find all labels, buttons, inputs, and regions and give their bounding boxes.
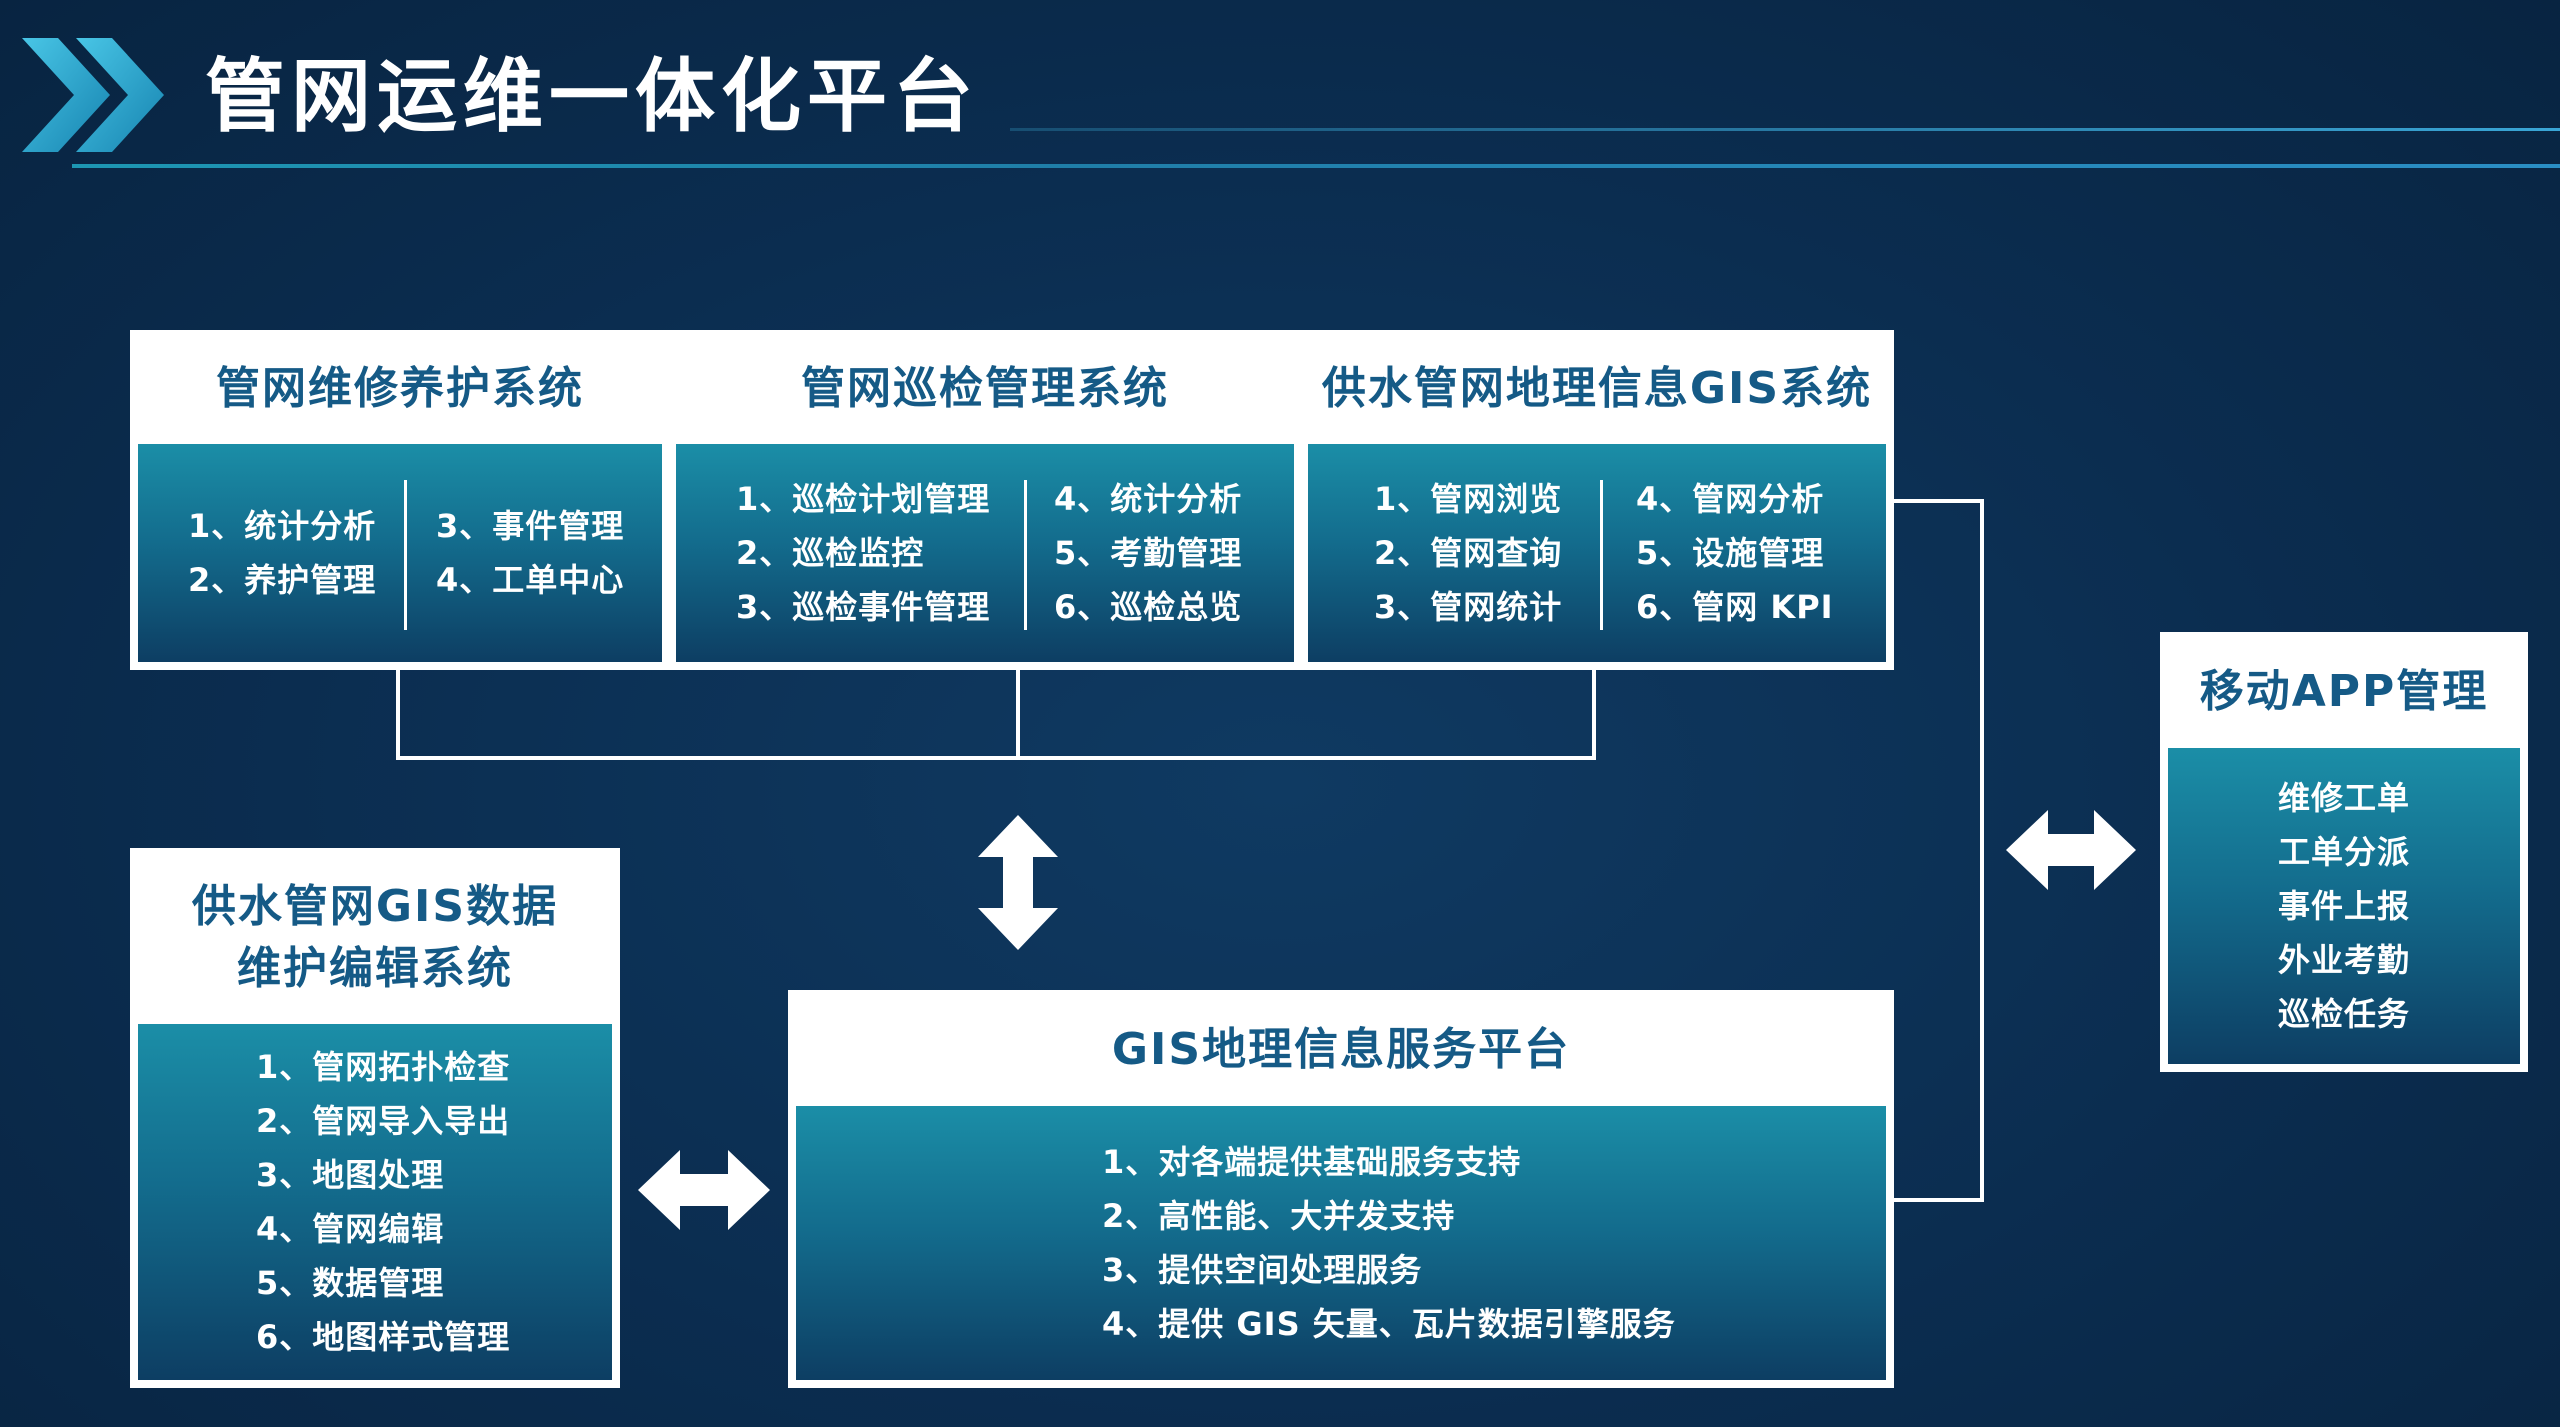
connector-line: [1592, 670, 1596, 760]
list-item: 4、管网分析: [1636, 480, 1825, 518]
gis-editing-box: 供水管网GIS数据 维护编辑系统 1、管网拓扑检查 2、管网导入导出 3、地图处…: [130, 848, 620, 1388]
list-item: 3、巡检事件管理: [736, 588, 991, 626]
inspection-items-right: 4、统计分析 5、考勤管理 6、巡检总览: [1054, 444, 1242, 662]
list-item: 4、工单中心: [436, 561, 625, 599]
connector-line: [396, 670, 400, 760]
list-item: 工单分派: [2277, 833, 2410, 871]
inspection-system-title: 管网巡检管理系统: [672, 334, 1298, 444]
double-headed-arrow-icon: [978, 815, 1058, 950]
list-item: 4、统计分析: [1054, 480, 1243, 518]
list-item: 巡检任务: [2277, 995, 2410, 1033]
list-item: 3、地图处理: [256, 1156, 445, 1194]
list-item: 维修工单: [2277, 779, 2410, 817]
gis-system-body: 1、管网浏览 2、管网查询 3、管网统计 4、管网分析 5、设施管理 6、管网 …: [1308, 444, 1886, 662]
list-item: 5、设施管理: [1636, 534, 1825, 572]
double-headed-arrow-icon: [2006, 810, 2136, 890]
connector-line: [1980, 499, 1984, 1202]
gis-editing-title: 供水管网GIS数据 维护编辑系统: [134, 852, 616, 1024]
gis-system-box: 供水管网地理信息GIS系统 1、管网浏览 2、管网查询 3、管网统计 4、管网分…: [1300, 330, 1894, 670]
list-item: 2、巡检监控: [736, 534, 925, 572]
list-item: 1、对各端提供基础服务支持: [1102, 1143, 1522, 1181]
list-item: 外业考勤: [2277, 941, 2410, 979]
list-item: 1、统计分析: [188, 507, 377, 545]
connector-line: [1016, 670, 1020, 760]
inspection-system-box: 管网巡检管理系统 1、巡检计划管理 2、巡检监控 3、巡检事件管理 4、统计分析…: [668, 330, 1302, 670]
list-item: 1、管网拓扑检查: [256, 1048, 511, 1086]
page-title: 管网运维一体化平台: [205, 50, 979, 143]
gis-system-title: 供水管网地理信息GIS系统: [1304, 334, 1890, 444]
maintenance-system-body: 1、统计分析 2、养护管理 3、事件管理 4、工单中心: [138, 444, 662, 662]
title-divider: [72, 164, 2560, 168]
list-item: 2、高性能、大并发支持: [1102, 1197, 1456, 1235]
inspection-items-left: 1、巡检计划管理 2、巡检监控 3、巡检事件管理: [736, 444, 990, 662]
mobile-app-box: 移动APP管理 维修工单 工单分派 事件上报 外业考勤 巡检任务: [2160, 632, 2528, 1072]
inspection-system-body: 1、巡检计划管理 2、巡检监控 3、巡检事件管理 4、统计分析 5、考勤管理 6…: [676, 444, 1294, 662]
double-chevron-right-icon: [22, 38, 164, 152]
list-item: 事件上报: [2277, 887, 2410, 925]
gis-system-items-right: 4、管网分析 5、设施管理 6、管网 KPI: [1636, 444, 1834, 662]
gis-editing-body: 1、管网拓扑检查 2、管网导入导出 3、地图处理 4、管网编辑 5、数据管理 6…: [138, 1024, 612, 1380]
list-item: 3、管网统计: [1374, 588, 1563, 626]
connector-line: [1894, 499, 1984, 503]
gis-editing-title-line2: 维护编辑系统: [237, 943, 513, 994]
gis-service-body: 1、对各端提供基础服务支持 2、高性能、大并发支持 3、提供空间处理服务 4、提…: [796, 1106, 1886, 1380]
mobile-app-title: 移动APP管理: [2164, 636, 2524, 748]
gis-service-box: GIS地理信息服务平台 1、对各端提供基础服务支持 2、高性能、大并发支持 3、…: [788, 990, 1894, 1388]
column-divider: [404, 480, 407, 630]
list-item: 3、提供空间处理服务: [1102, 1251, 1423, 1289]
maintenance-system-title: 管网维修养护系统: [134, 334, 666, 444]
list-item: 4、提供 GIS 矢量、瓦片数据引擎服务: [1102, 1305, 1676, 1343]
maintenance-items-right: 3、事件管理 4、工单中心: [436, 444, 624, 662]
connector-line: [396, 756, 1596, 760]
list-item: 1、巡检计划管理: [736, 480, 991, 518]
gis-service-items: 1、对各端提供基础服务支持 2、高性能、大并发支持 3、提供空间处理服务 4、提…: [1102, 1106, 1676, 1380]
mobile-app-items: 维修工单 工单分派 事件上报 外业考勤 巡检任务: [2168, 748, 2520, 1064]
column-divider: [1600, 480, 1603, 630]
list-item: 6、巡检总览: [1054, 588, 1243, 626]
list-item: 5、考勤管理: [1054, 534, 1243, 572]
gis-editing-items: 1、管网拓扑检查 2、管网导入导出 3、地图处理 4、管网编辑 5、数据管理 6…: [256, 1024, 510, 1380]
list-item: 6、地图样式管理: [256, 1318, 511, 1356]
maintenance-items-left: 1、统计分析 2、养护管理: [188, 444, 376, 662]
maintenance-system-box: 管网维修养护系统 1、统计分析 2、养护管理 3、事件管理 4、工单中心: [130, 330, 670, 670]
double-headed-arrow-icon: [638, 1150, 770, 1230]
gis-system-items-left: 1、管网浏览 2、管网查询 3、管网统计: [1374, 444, 1562, 662]
mobile-app-body: 维修工单 工单分派 事件上报 外业考勤 巡检任务: [2168, 748, 2520, 1064]
connector-line: [1894, 1198, 1984, 1202]
list-item: 6、管网 KPI: [1636, 588, 1834, 626]
list-item: 3、事件管理: [436, 507, 625, 545]
list-item: 2、管网查询: [1374, 534, 1563, 572]
gis-service-title: GIS地理信息服务平台: [792, 994, 1890, 1106]
list-item: 1、管网浏览: [1374, 480, 1563, 518]
list-item: 5、数据管理: [256, 1264, 445, 1302]
gis-editing-title-line1: 供水管网GIS数据: [191, 881, 559, 932]
list-item: 2、养护管理: [188, 561, 377, 599]
list-item: 2、管网导入导出: [256, 1102, 511, 1140]
title-divider-upper: [1010, 128, 2560, 131]
list-item: 4、管网编辑: [256, 1210, 445, 1248]
column-divider: [1024, 480, 1027, 630]
